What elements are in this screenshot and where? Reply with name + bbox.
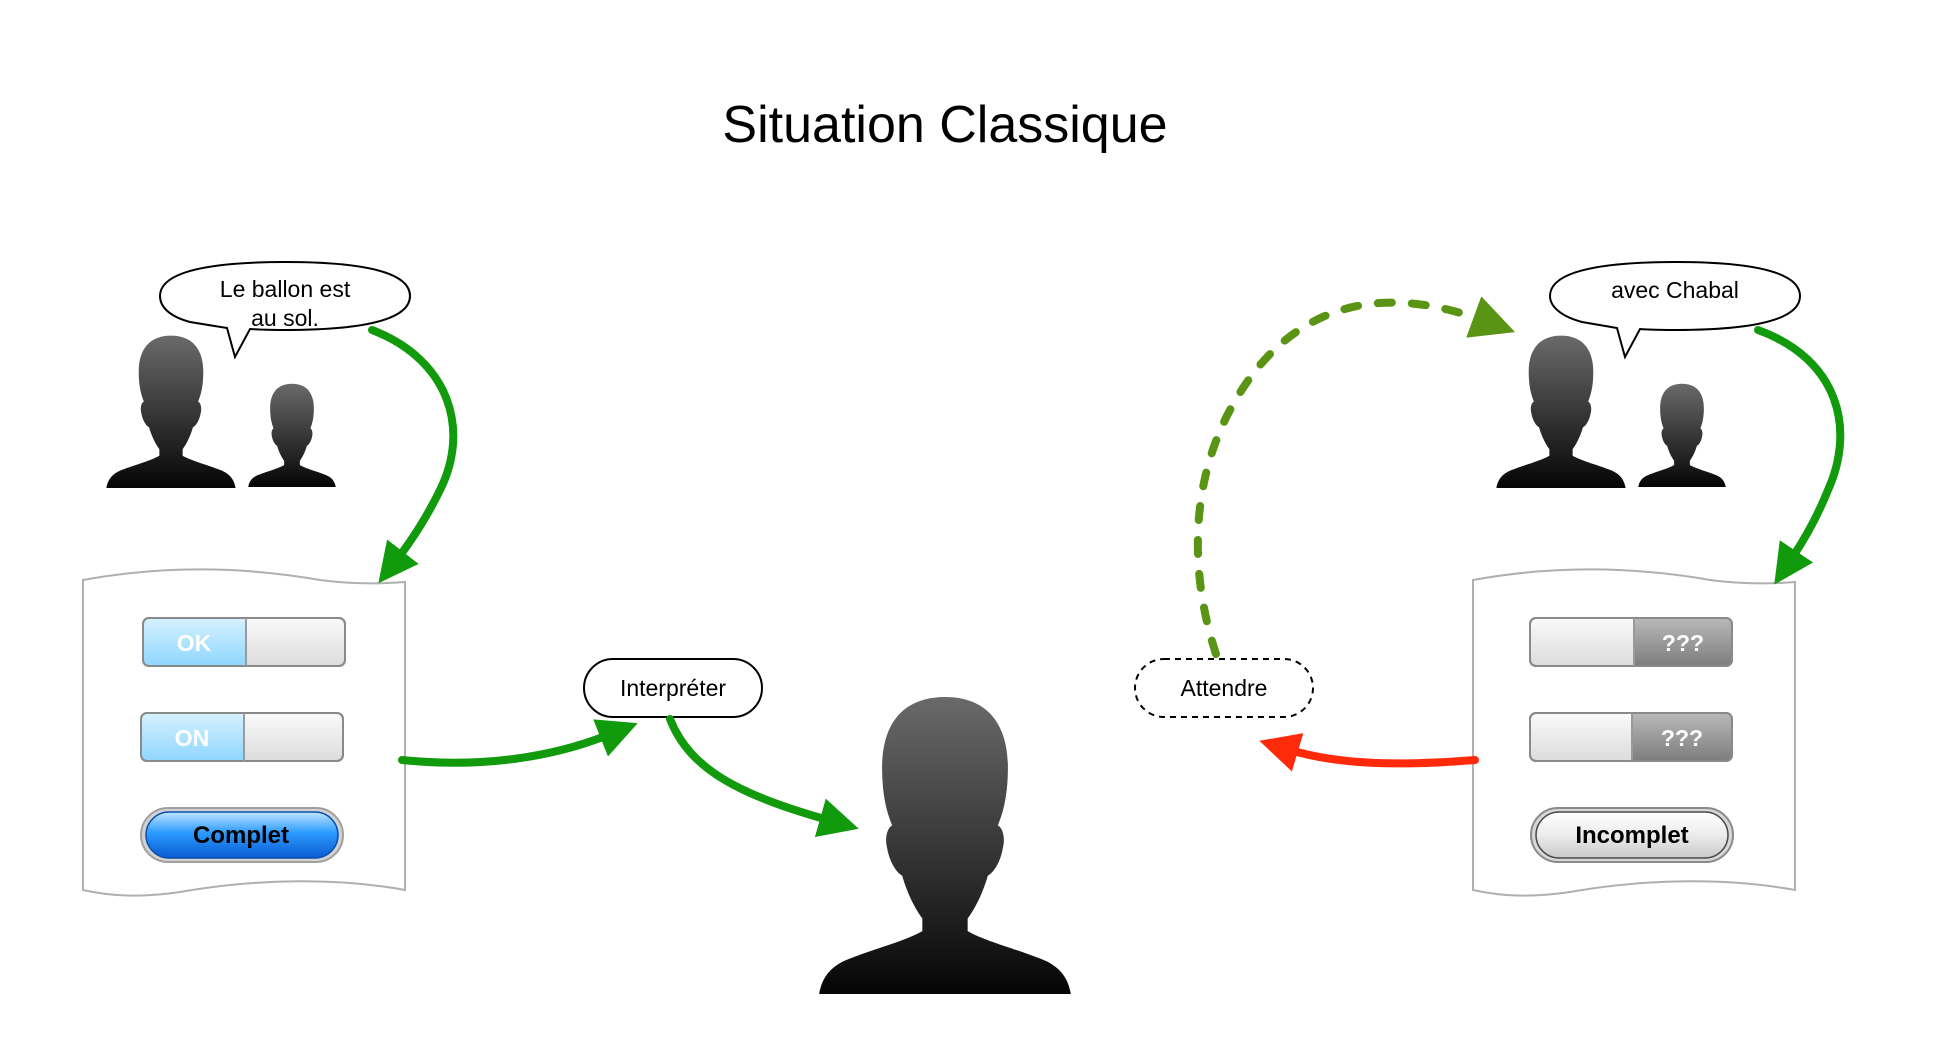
incomplet-button[interactable]: Incomplet — [1530, 807, 1734, 863]
right-switch-1[interactable]: ??? — [1529, 617, 1733, 667]
left-speech-line1: Le ballon est — [220, 276, 351, 302]
left-form-document: OK ON Complet — [82, 568, 406, 897]
arrow-right-form-to-wait — [1259, 733, 1479, 772]
left-people-icon — [106, 335, 336, 488]
center-person-icon — [819, 697, 1071, 994]
left-on-switch[interactable]: ON — [140, 712, 344, 762]
arrow-speech-to-right-form — [1754, 326, 1845, 585]
left-ok-label: OK — [177, 630, 212, 656]
interpret-node: Interpréter — [583, 658, 763, 718]
dashed-arrow-wait-to-speaker — [1193, 296, 1516, 658]
interpret-label: Interpréter — [620, 675, 726, 701]
right-speech-bubble: avec Chabal — [1548, 260, 1802, 360]
left-on-label: ON — [175, 725, 210, 751]
page-title: Situation Classique — [722, 96, 1167, 154]
arrow-speech-to-left-form — [368, 326, 458, 584]
left-speech-line2: au sol. — [251, 305, 319, 331]
complet-label: Complet — [193, 822, 289, 849]
right-switch-2-label: ??? — [1661, 725, 1703, 751]
left-speech-bubble: Le ballon est au sol. — [158, 260, 412, 360]
incomplet-label: Incomplet — [1575, 822, 1688, 849]
right-form-document: ??? ??? Incomplet — [1472, 568, 1796, 897]
right-speech-line1: avec Chabal — [1611, 277, 1739, 303]
arrow-interpret-to-listener — [666, 715, 859, 838]
complet-button[interactable]: Complet — [140, 807, 344, 863]
right-people-icon — [1496, 335, 1726, 488]
right-switch-1-label: ??? — [1662, 630, 1704, 656]
wait-node: Attendre — [1134, 658, 1314, 718]
wait-label: Attendre — [1181, 675, 1268, 701]
right-switch-2[interactable]: ??? — [1529, 712, 1733, 762]
arrow-left-form-to-interpret — [398, 719, 638, 767]
left-ok-switch[interactable]: OK — [142, 617, 346, 667]
